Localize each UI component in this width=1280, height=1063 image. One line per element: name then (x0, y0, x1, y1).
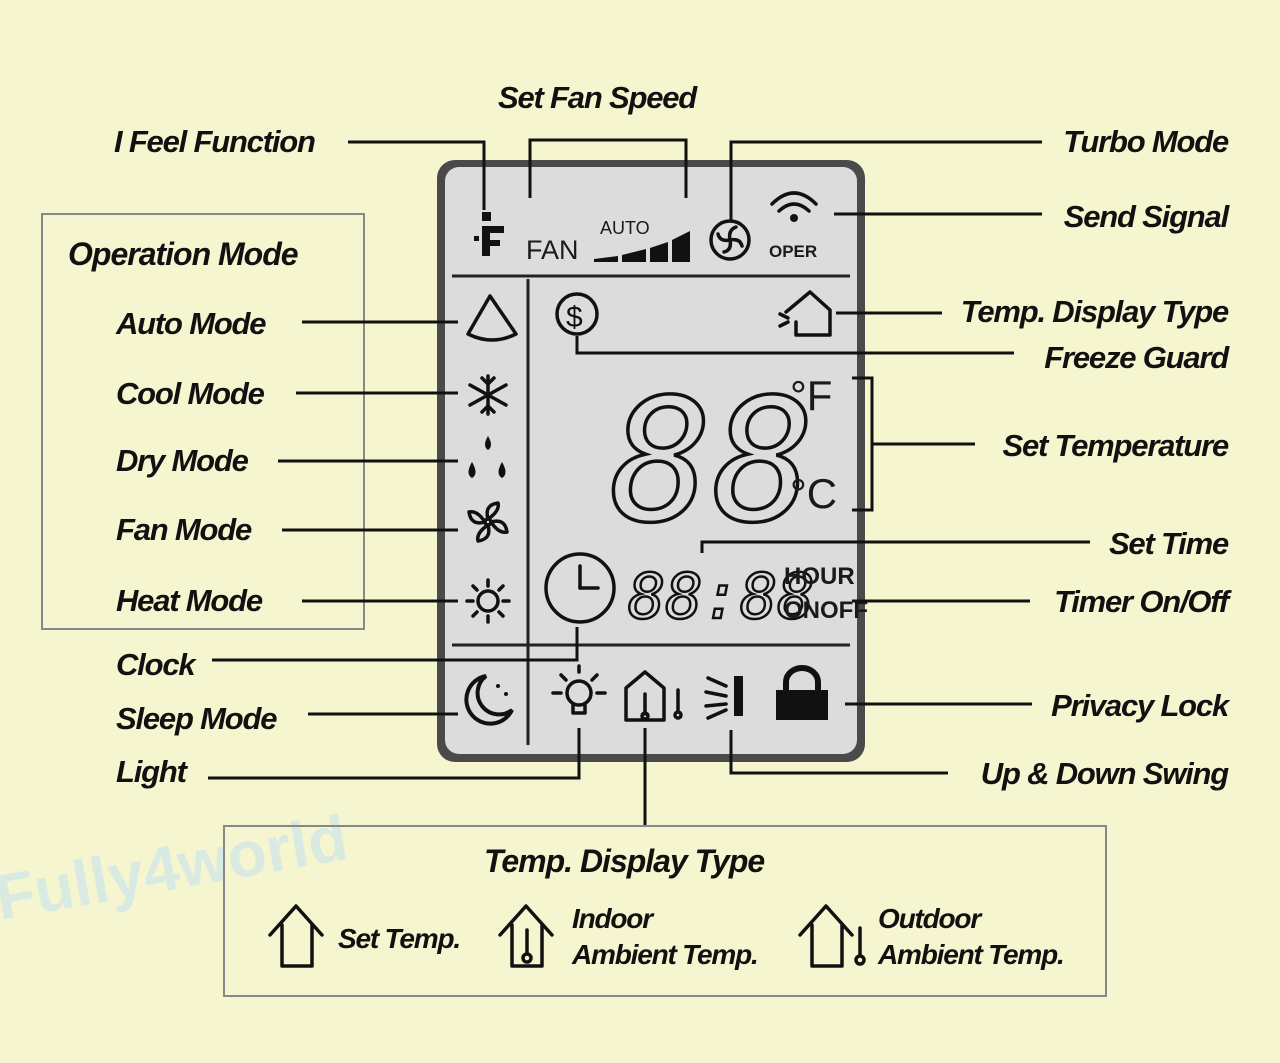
i-feel-icon (474, 212, 504, 256)
fan-speed-bars-icon (594, 231, 690, 262)
light-leader (208, 728, 581, 780)
turbo-leader (729, 140, 1042, 220)
oper-text: OPER (769, 242, 817, 261)
indoor-house-icon (498, 904, 554, 968)
cool-mode-label: Cool Mode (116, 376, 265, 411)
timer-on-off-label: Timer On/Off (1054, 584, 1232, 619)
fan-mode-label: Fan Mode (116, 512, 252, 547)
turbo-mode-label: Turbo Mode (1063, 124, 1229, 159)
operation-mode-box (41, 213, 365, 630)
set-temperature-label: Set Temperature (1003, 428, 1229, 463)
svg-text:$: $ (566, 301, 583, 334)
set-fan-speed-label: Set Fan Speed (498, 80, 698, 115)
indoor-temp-icon (624, 670, 683, 722)
privacy-lock-label: Privacy Lock (1051, 688, 1231, 723)
legend-title: Temp. Display Type (484, 843, 764, 879)
clock-icon (544, 552, 616, 624)
legend-outdoor-line2: Ambient Temp. (877, 939, 1064, 970)
i-feel-leader (348, 140, 486, 210)
dry-mode-icon (468, 436, 506, 478)
auto-text: AUTO (600, 218, 650, 238)
legend-set-temp: Set Temp. (338, 923, 460, 954)
auto-mode-icon (466, 294, 518, 342)
time-digits: 88:88 (628, 560, 815, 633)
outdoor-house-icon (798, 904, 866, 968)
swing-icon (704, 676, 743, 720)
temp-display-legend-box (223, 825, 1107, 997)
clock-label: Clock (116, 647, 197, 682)
freeze-guard-icon: $ (555, 292, 599, 336)
unit-c-text: °C (790, 470, 837, 517)
up-down-swing-label: Up & Down Swing (981, 756, 1229, 791)
operation-mode-title: Operation Mode (68, 236, 298, 272)
watermark: Fully4world (0, 801, 353, 934)
i-feel-function-label: I Feel Function (114, 124, 315, 159)
freeze-guard-leader (575, 336, 1014, 355)
freeze-guard-label: Freeze Guard (1044, 340, 1230, 375)
send-signal-label: Send Signal (1064, 199, 1231, 234)
clock-leader (212, 627, 579, 662)
heat-mode-label: Heat Mode (116, 583, 263, 618)
hour-text: HOUR (784, 563, 855, 590)
fan-mode-icon (467, 501, 509, 543)
temp-display-type-icon (778, 290, 832, 337)
fan-text: FAN (526, 235, 579, 265)
turbo-icon (709, 219, 751, 261)
sleep-mode-icon (464, 674, 514, 726)
set-time-leader (700, 540, 1090, 553)
legend-indoor-line1: Indoor (572, 903, 655, 934)
temperature-digits: 88 (610, 363, 815, 561)
set-temp-house-icon (268, 904, 324, 968)
fan-speed-bracket (528, 138, 688, 198)
lcd-screen (445, 167, 857, 754)
dry-mode-label: Dry Mode (116, 443, 249, 478)
light-icon (551, 664, 607, 715)
swing-leader (729, 730, 948, 775)
light-label: Light (116, 754, 189, 789)
auto-mode-label: Auto Mode (115, 306, 266, 341)
cool-mode-icon (468, 374, 508, 416)
heat-mode-icon (465, 578, 511, 624)
legend-outdoor-line1: Outdoor (878, 903, 983, 934)
sleep-mode-label: Sleep Mode (116, 701, 277, 736)
send-signal-icon (770, 191, 818, 222)
unit-f-text: °F (790, 372, 832, 419)
legend-indoor-line2: Ambient Temp. (571, 939, 758, 970)
set-time-label: Set Time (1109, 526, 1229, 561)
temp-display-type-label: Temp. Display Type (961, 294, 1229, 329)
privacy-lock-icon (776, 665, 828, 720)
